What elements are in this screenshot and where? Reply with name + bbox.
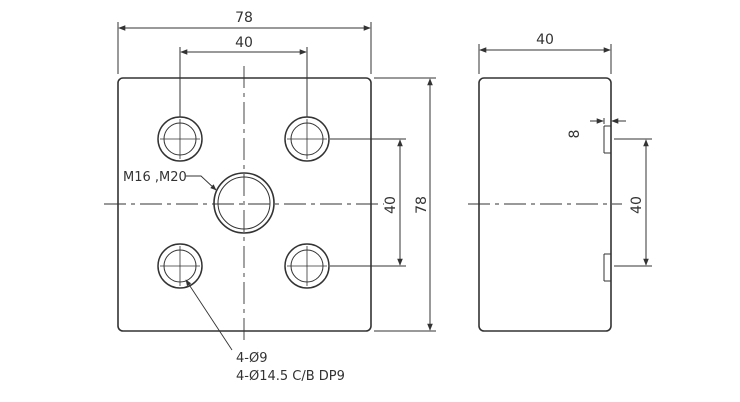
hole-bottom-right [284,243,330,289]
side-view [468,44,652,332]
label-counterbore-depth: 8 [567,130,583,139]
front-view [104,22,436,351]
label-overall-width: 78 [235,10,253,26]
label-side-depth: 40 [536,32,554,48]
label-hole-spacing-x: 40 [235,35,253,51]
hole-callout-leader-line [185,279,233,351]
front-block-outline [117,77,372,332]
dimension-hole-spacing-x [179,47,308,117]
dimension-hole-spacing-y [330,138,406,267]
dimension-side-hole-spacing [614,138,652,267]
hole-top-left [157,116,203,162]
center-threaded-hole [213,172,275,234]
center-threaded-hole-inner [217,176,271,230]
label-overall-height: 78 [414,196,430,214]
side-block-outline [478,77,612,332]
label-hole-spacing-y: 40 [383,196,399,214]
dimension-counterbore-depth [590,118,626,124]
label-hole-callout-2: 4-Ø14.5 C/B DP9 [236,369,345,384]
thread-leader-line [186,175,217,191]
dimension-overall-height [374,77,436,332]
side-counterbore-bottom [603,253,611,282]
side-counterbore-top [603,125,611,154]
hole-bottom-left [157,243,203,289]
hole-top-right [284,116,330,162]
label-thread-size: M16 ,M20 [123,170,187,185]
dimension-overall-width [117,22,372,74]
label-hole-callout-1: 4-Ø9 [236,351,267,366]
label-side-hole-spacing: 40 [629,196,645,214]
dimension-side-depth [478,44,612,74]
